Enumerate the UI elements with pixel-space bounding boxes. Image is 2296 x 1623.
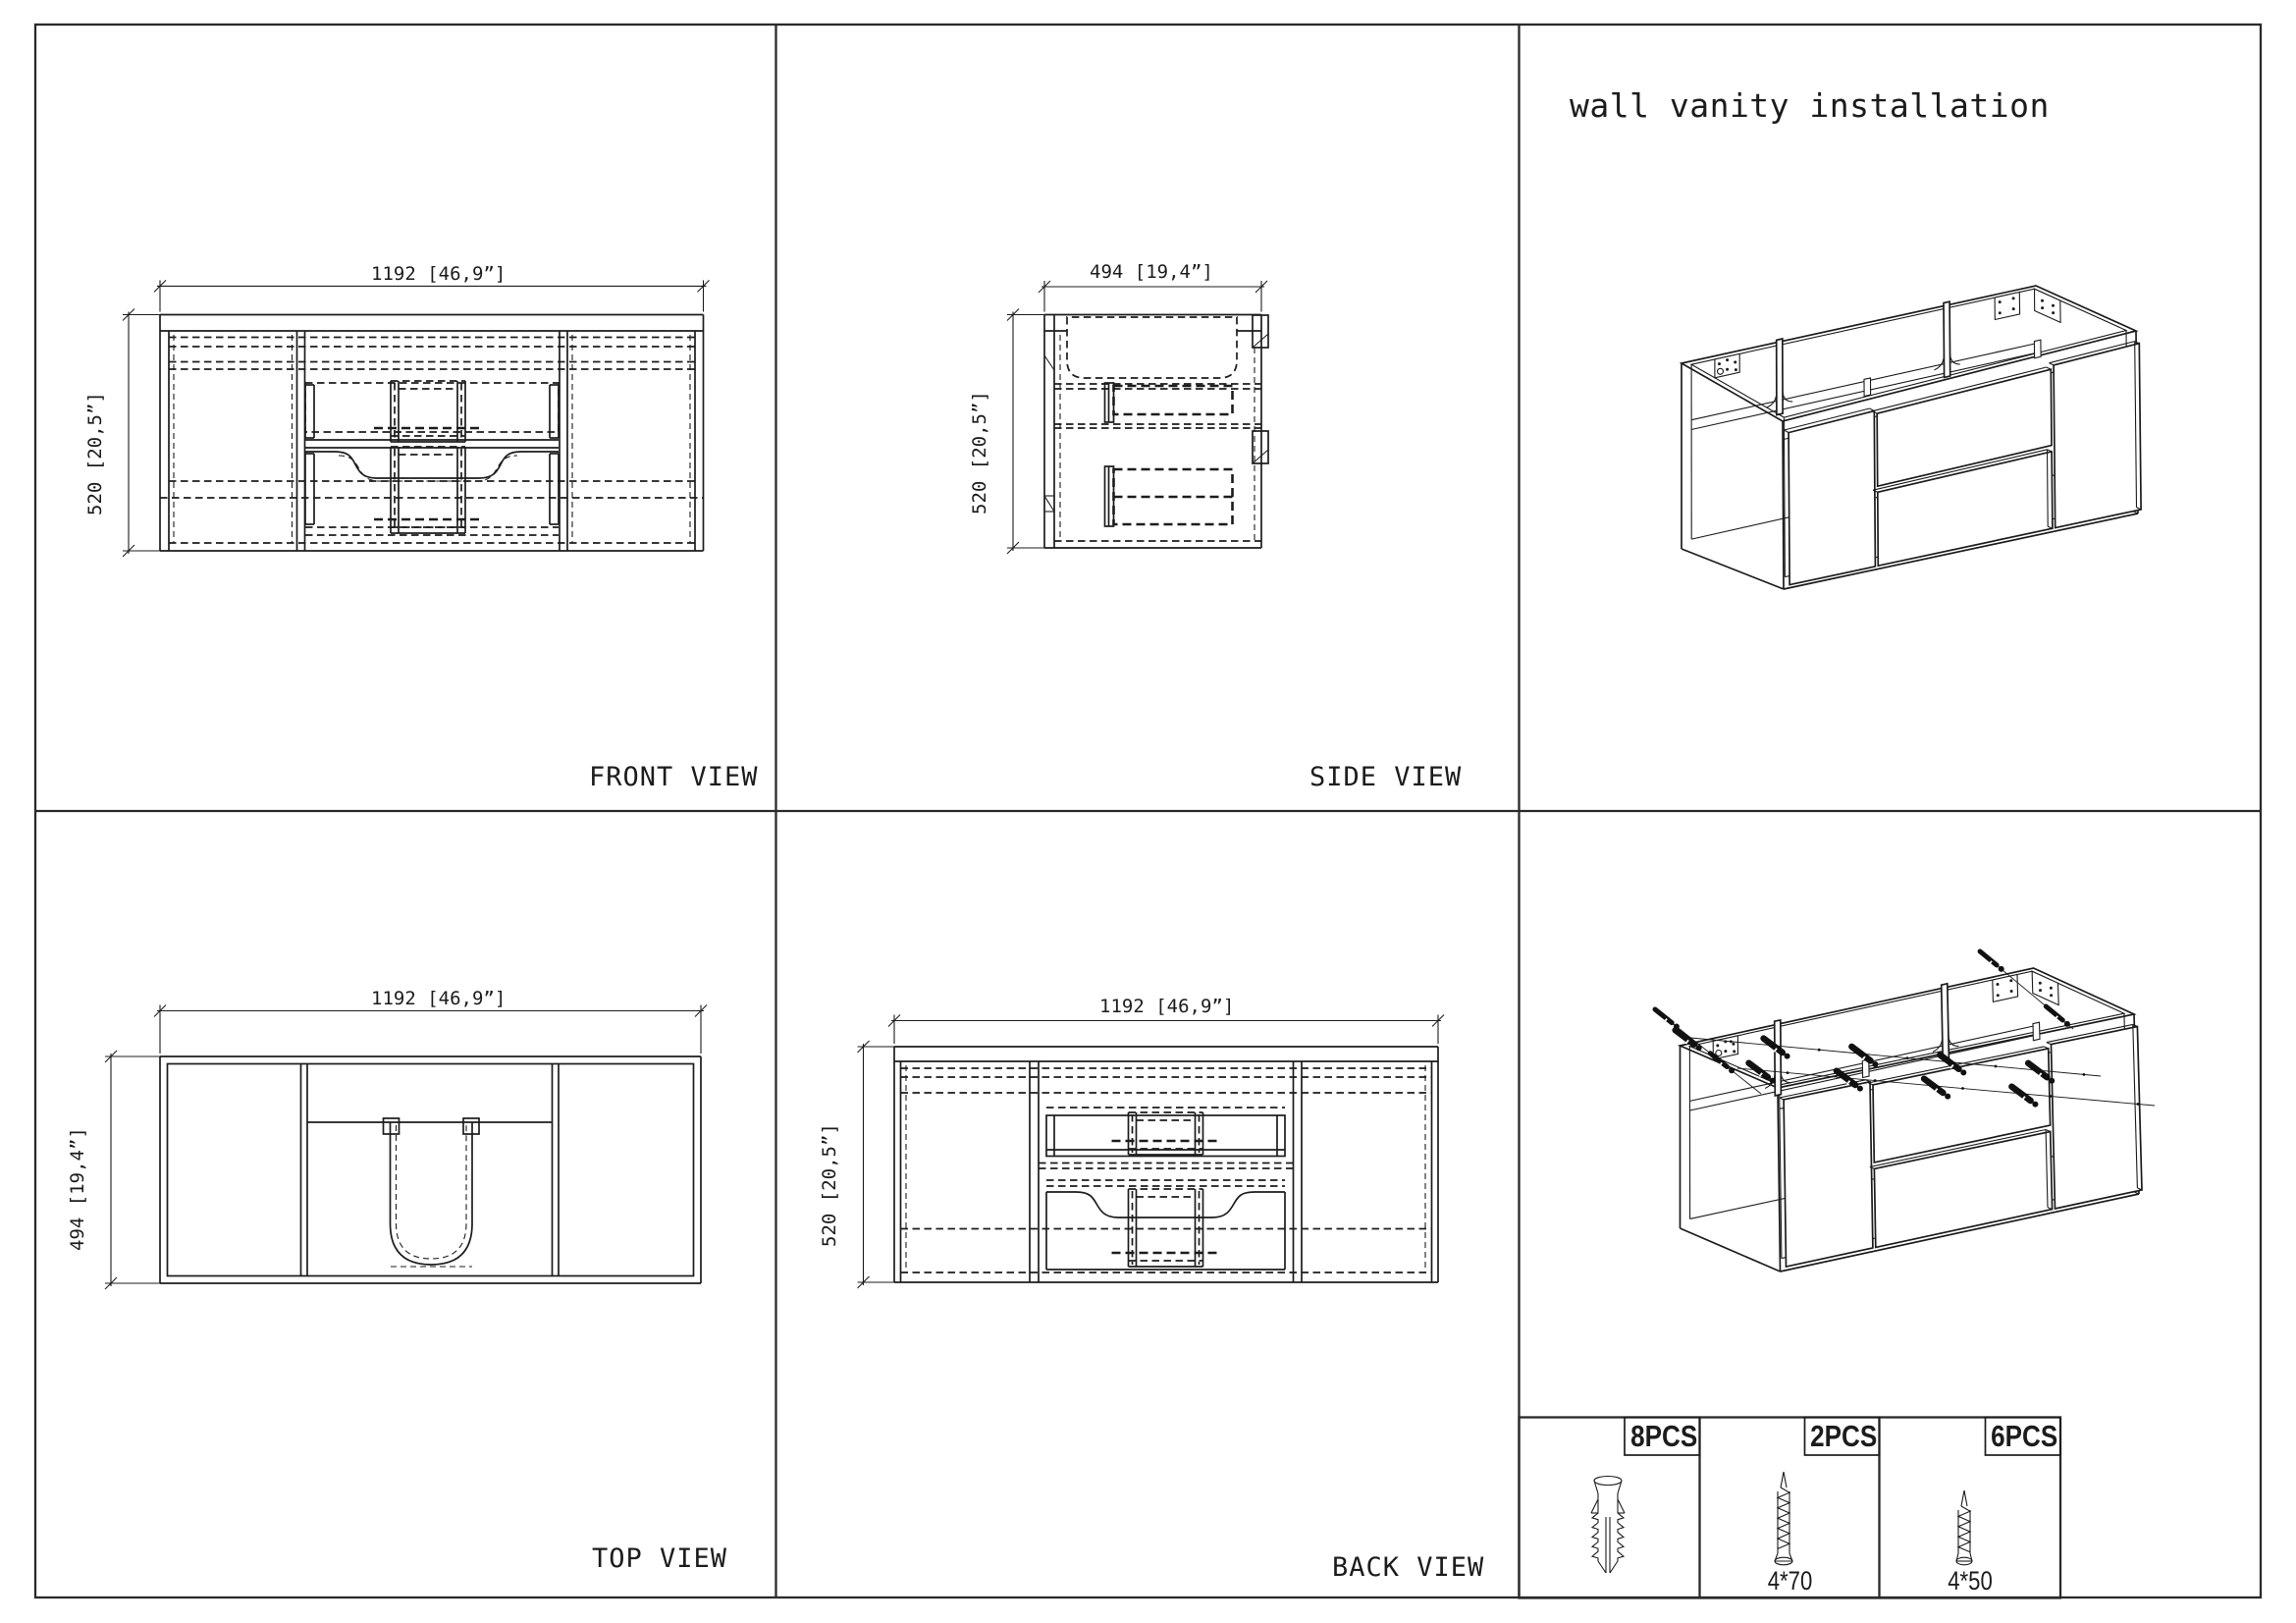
iso-cabinet-drawing — [1679, 285, 2142, 590]
short-screw-qty-badge: 6PCS — [1991, 1419, 2058, 1453]
side-view-label: SIDE VIEW — [1309, 762, 1463, 792]
front-view-label: FRONT VIEW — [589, 762, 759, 792]
anchor-qty-badge: 8PCS — [1630, 1419, 1698, 1453]
side-width-dimension: 494 [19,4”] — [1090, 261, 1213, 283]
back-view-label: BACK VIEW — [1332, 1552, 1485, 1583]
back-view-drawing — [857, 1014, 1445, 1289]
top-view-drawing — [104, 1004, 708, 1290]
screw-short-icon — [1955, 1489, 1973, 1566]
sheet-frame — [33, 23, 2263, 1599]
screw-long-icon — [1774, 1471, 1793, 1566]
side-view-drawing — [1006, 280, 1269, 555]
parts-table-grid — [1518, 1416, 2062, 1599]
front-width-dimension: 1192 [46,9”] — [371, 263, 507, 285]
front-view-drawing — [122, 280, 710, 558]
short-screw-size-label: 4*50 — [1948, 1566, 1993, 1596]
side-height-dimension: 520 [20,5”] — [969, 391, 990, 514]
iso-installation-drawing — [1652, 948, 2156, 1272]
top-view-label: TOP VIEW — [592, 1543, 728, 1574]
installation-title: wall vanity installation — [1570, 86, 2050, 125]
top-width-dimension: 1192 [46,9”] — [371, 988, 507, 1009]
back-height-dimension: 520 [20,5”] — [819, 1123, 840, 1247]
front-height-dimension: 520 [20,5”] — [84, 392, 106, 515]
wall-anchor-icon — [1590, 1475, 1626, 1574]
top-height-dimension: 494 [19,4”] — [67, 1127, 88, 1251]
back-width-dimension: 1192 [46,9”] — [1099, 996, 1235, 1017]
long-screw-qty-badge: 2PCS — [1810, 1419, 1878, 1453]
long-screw-size-label: 4*70 — [1767, 1566, 1813, 1596]
